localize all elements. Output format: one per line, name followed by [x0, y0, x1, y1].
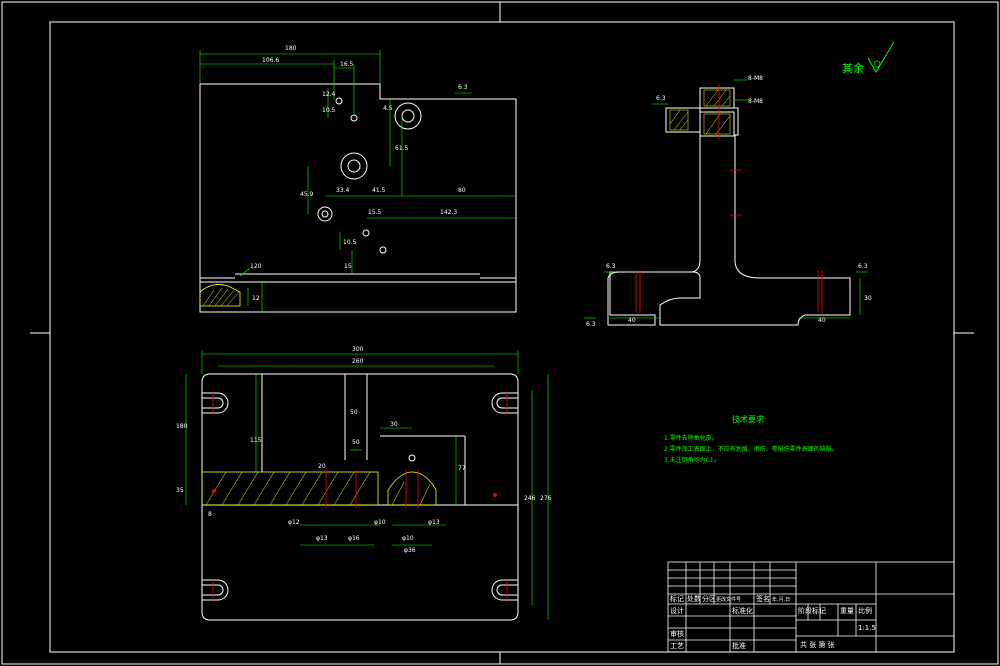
side-label-1: 8-M8 [748, 75, 763, 82]
bottom-dim-16: φ10 [374, 519, 386, 526]
tb-scale: 比例 [858, 606, 872, 615]
bottom-dim-12: 276 [540, 495, 552, 502]
tb-header-6: 年.月.日 [772, 596, 790, 603]
top-dim-15: 15 [344, 263, 352, 270]
bottom-dim-1: 300 [352, 346, 364, 353]
bottom-dim-14: φ13 [316, 535, 328, 542]
top-dim-11: 142.3 [440, 209, 457, 216]
top-dim-12: 15.5 [368, 209, 382, 216]
top-dim-7: 33.4 [336, 187, 350, 194]
tb-sheet: 共 张 第 张 [800, 640, 835, 649]
tb-header-2: 处数 [687, 594, 701, 603]
bottom-view: 300 260 180 115 50 35 8 30 77 50 246 276… [176, 346, 552, 621]
tech-item-1: 1.零件去除氧化皮。 [664, 434, 718, 442]
side-label-3: 6.3 [656, 95, 666, 102]
tb-approve: 批准 [732, 641, 746, 650]
top-dim-8: 61.5 [395, 145, 409, 152]
tb-review: 审核 [670, 629, 684, 638]
tech-item-3: 3.未注倒角均为C1。 [664, 456, 720, 464]
side-label-9: 30 [864, 295, 872, 302]
tb-stage: 阶段标记 [798, 606, 826, 615]
side-label-8: 40 [818, 317, 826, 324]
tb-header-3: 分区 [702, 594, 716, 603]
bottom-dim-17: φ10 [402, 535, 414, 542]
top-dim-2: 106.6 [262, 57, 279, 64]
tb-std: 标准化 [732, 606, 753, 615]
bottom-dim-8: 30 [390, 421, 398, 428]
bottom-dim-11: 246 [524, 495, 536, 502]
title-block: 标记 处数 分区 更改文件号 签名 年.月.日 设计 标准化 审核 工艺 批准 … [667, 561, 955, 653]
bottom-dim-3: 180 [176, 423, 188, 430]
side-label-4: 6.3 [606, 263, 616, 270]
top-view: 180 106.6 16.5 12.4 10.5 4.5 33.4 61.5 4… [199, 45, 517, 313]
top-dim-4: 12.4 [322, 91, 336, 98]
roughness-check-icon [867, 41, 895, 73]
bottom-dim-7: 8 [208, 511, 212, 518]
side-label-2: 8-M8 [748, 98, 763, 105]
top-dim-16: 12 [252, 295, 260, 302]
bottom-dim-4: 115 [250, 437, 262, 444]
top-dim-14: 45.9 [300, 191, 314, 198]
side-label-7: 40 [628, 317, 636, 324]
top-dim-17: 120 [250, 263, 262, 270]
top-dim-6: 4.5 [383, 105, 393, 112]
tb-design: 设计 [670, 606, 684, 615]
side-label-6: 6.3 [586, 321, 596, 328]
bottom-dim-2: 260 [352, 358, 364, 365]
tb-weight: 重量 [840, 607, 854, 615]
bottom-dim-6: 35 [176, 487, 184, 494]
top-dim-1: 180 [285, 45, 297, 52]
tech-item-2: 2.零件加工表面上，不应有划痕、擦伤、等损伤零件表面的缺陷。 [664, 445, 838, 453]
tb-scale-value: 1:1.5 [858, 624, 876, 632]
tech-title: 技术要求 [732, 414, 764, 424]
top-dim-18: 6.3 [458, 84, 468, 91]
top-dim-5: 10.5 [322, 107, 336, 114]
top-dim-3: 16.5 [340, 61, 354, 68]
bottom-dim-19: φ36 [404, 547, 416, 554]
top-dim-10: 80 [458, 187, 466, 194]
bottom-dim-9: 77 [458, 465, 466, 472]
top-dim-9: 41.5 [372, 187, 386, 194]
tech-requirements: 技术要求 1.零件去除氧化皮。 2.零件加工表面上，不应有划痕、擦伤、等损伤零件… [664, 414, 838, 464]
bottom-dim-15: φ16 [348, 535, 360, 542]
side-view: 8-M8 8-M8 6.3 6.3 6.3 6.3 40 40 30 [584, 75, 872, 328]
bottom-dim-10: 50 [352, 439, 360, 446]
bottom-dim-5: 50 [350, 409, 358, 416]
top-dim-13: 10.5 [343, 239, 357, 246]
roughness-symbol: 其余 [842, 41, 895, 75]
bottom-dim-13: φ12 [288, 519, 300, 526]
tb-header-5: 签名 [756, 594, 770, 603]
roughness-label: 其余 [842, 61, 864, 75]
bottom-dim-20: 20 [318, 463, 326, 470]
side-label-5: 6.3 [858, 263, 868, 270]
bottom-dim-18: φ13 [428, 519, 440, 526]
tb-header-1: 标记 [670, 594, 684, 603]
tb-header-4: 更改文件号 [716, 596, 741, 603]
tb-process: 工艺 [670, 642, 684, 650]
